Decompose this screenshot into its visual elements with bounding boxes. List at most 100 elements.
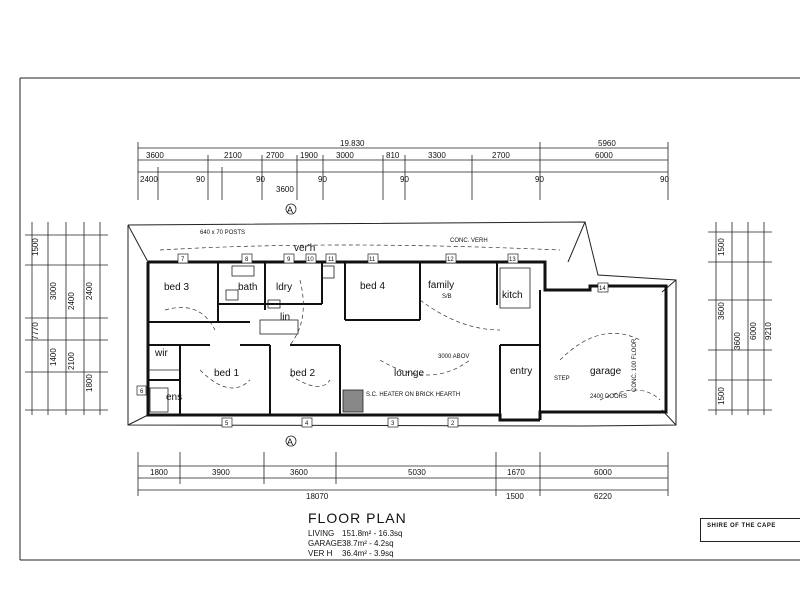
note-eaves: 640 x 70 POSTS bbox=[200, 230, 245, 236]
note-garage-conc: CONC. 100 FLOOR bbox=[632, 338, 638, 392]
callout-13: 13 bbox=[509, 257, 516, 263]
section-marker-bottom: A bbox=[285, 435, 297, 447]
dim-bottom-6: 6000 bbox=[594, 468, 612, 477]
dim-left-1: 1500 bbox=[31, 238, 40, 256]
dim-top-3: 2700 bbox=[266, 151, 284, 160]
dim-top-7: 3300 bbox=[428, 151, 446, 160]
room-bed4-label: bed 4 bbox=[360, 281, 385, 292]
area-label: VER H bbox=[308, 549, 333, 558]
electrical-layout bbox=[159, 244, 661, 401]
note-conc-verh: CONC. VERH bbox=[450, 238, 488, 244]
dim-right-2: 3600 bbox=[717, 302, 726, 320]
dim-top2-4: 90 bbox=[318, 175, 327, 184]
room-lin-label: lin bbox=[280, 312, 290, 323]
callout-2: 2 bbox=[451, 421, 455, 427]
dim-top2-8: 90 bbox=[660, 175, 669, 184]
room-bed2-label: bed 2 bbox=[290, 368, 315, 379]
dim-left-4: 2400 bbox=[85, 282, 94, 300]
dim-bottom-1: 1800 bbox=[150, 468, 168, 477]
area-row-living: LIVING 151.8m² - 16.3sq bbox=[308, 529, 478, 539]
dim-bottom-2: 3900 bbox=[212, 468, 230, 477]
callout-5: 5 bbox=[225, 421, 229, 427]
note-fireplace: S.C. HEATER ON BRICK HEARTH bbox=[366, 392, 460, 398]
area-value: 36.4m² - 3.9sq bbox=[342, 549, 394, 558]
note-garage-door: 2400 DOORS bbox=[590, 394, 627, 400]
dim-top-1: 3600 bbox=[146, 151, 164, 160]
top-dimensions bbox=[137, 142, 669, 200]
callout-8: 8 bbox=[245, 257, 249, 263]
room-kitch-label: kitch bbox=[502, 290, 523, 301]
area-label: LIVING bbox=[308, 529, 335, 538]
dim-right-4: 6000 bbox=[749, 322, 758, 340]
dim-left-6: 1400 bbox=[49, 348, 58, 366]
right-dimensions bbox=[708, 222, 772, 415]
area-value: 151.8m² - 16.3sq bbox=[342, 529, 403, 538]
dim-bottom2-3: 6220 bbox=[594, 492, 612, 501]
section-marker-bottom-label: A bbox=[287, 437, 293, 447]
dim-top-8: 2700 bbox=[492, 151, 510, 160]
dim-top2-3: 90 bbox=[256, 175, 265, 184]
dim-right-5: 9210 bbox=[764, 322, 773, 340]
dim-top-6: 810 bbox=[386, 151, 400, 160]
dim-top2-7: 90 bbox=[535, 175, 544, 184]
callout-4: 4 bbox=[305, 421, 309, 427]
area-row-garage: GARAGE 38.7m² - 4.2sq bbox=[308, 539, 478, 549]
dim-left-7: 2100 bbox=[67, 352, 76, 370]
room-lounge-label: lounge bbox=[394, 368, 424, 379]
dim-top2-2: 90 bbox=[196, 175, 205, 184]
note-step: STEP bbox=[554, 376, 570, 382]
dim-bottom-4: 5030 bbox=[408, 468, 426, 477]
floor-plan-caption: FLOOR PLAN LIVING 151.8m² - 16.3sq GARAG… bbox=[308, 510, 478, 559]
dim-top-2: 2100 bbox=[224, 151, 242, 160]
area-value: 38.7m² - 4.2sq bbox=[342, 539, 394, 548]
callout-14: 14 bbox=[599, 286, 606, 292]
dim-top-9: 6000 bbox=[595, 151, 613, 160]
room-ens-label: ens bbox=[166, 392, 182, 403]
dim-left-5: 7770 bbox=[31, 322, 40, 340]
dim-left-8: 1800 bbox=[85, 374, 94, 392]
internal-walls bbox=[148, 262, 541, 415]
room-bed1-label: bed 1 bbox=[214, 368, 239, 379]
dim-bottom2-1: 18070 bbox=[306, 492, 329, 501]
callout-3: 3 bbox=[391, 421, 395, 427]
fixtures bbox=[148, 265, 531, 413]
dim-top-4: 1900 bbox=[300, 151, 318, 160]
callout-6: 6 bbox=[140, 389, 144, 395]
bottom-dimensions bbox=[137, 452, 669, 496]
dim-top2-5: 3600 bbox=[276, 185, 294, 194]
callout-12: 12 bbox=[447, 257, 454, 263]
dim-top2-6: 90 bbox=[400, 175, 409, 184]
callout-11b: 11 bbox=[369, 257, 376, 263]
callout-9: 9 bbox=[287, 257, 291, 263]
room-bath-label: bath bbox=[238, 282, 257, 293]
room-family-label: family bbox=[428, 280, 454, 291]
callout-10: 10 bbox=[307, 257, 314, 263]
title-block: SHIRE OF THE CAPE bbox=[700, 518, 800, 542]
area-row-verh: VER H 36.4m² - 3.9sq bbox=[308, 549, 478, 559]
room-bed3-label: bed 3 bbox=[164, 282, 189, 293]
dim-bottom-5: 1670 bbox=[507, 468, 525, 477]
room-ldry-label: ldry bbox=[276, 282, 292, 293]
title-block-text: SHIRE OF THE CAPE bbox=[707, 523, 776, 529]
left-dimensions bbox=[25, 222, 108, 415]
dim-right-3: 3600 bbox=[733, 332, 742, 350]
dim-top-5: 3000 bbox=[336, 151, 354, 160]
dim-left-2: 3000 bbox=[49, 282, 58, 300]
note-sb: S/B bbox=[442, 294, 452, 300]
dim-right-6: 1500 bbox=[717, 387, 726, 405]
dim-top2-1: 2400 bbox=[140, 175, 158, 184]
room-entry-label: entry bbox=[510, 366, 532, 377]
room-garage-label: garage bbox=[590, 366, 622, 377]
room-verh-label: ver'h bbox=[294, 243, 315, 254]
window-callouts bbox=[136, 253, 609, 428]
section-marker-top-label: A bbox=[287, 205, 293, 215]
callout-7: 7 bbox=[181, 257, 185, 263]
room-wir-label: wir bbox=[154, 348, 168, 359]
section-marker-top: A bbox=[285, 203, 297, 215]
dim-left-3: 2400 bbox=[67, 292, 76, 310]
floor-plan-title: FLOOR PLAN bbox=[308, 510, 407, 526]
dim-right-1: 1500 bbox=[717, 238, 726, 256]
area-label: GARAGE bbox=[308, 539, 343, 548]
dim-bottom-3: 3600 bbox=[290, 468, 308, 477]
